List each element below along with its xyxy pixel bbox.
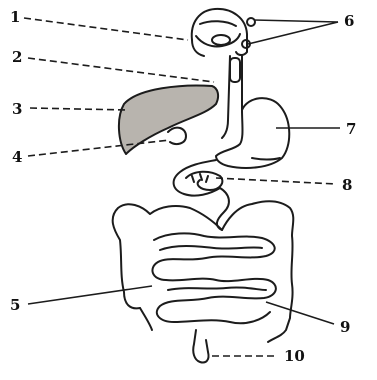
appendix: [140, 308, 152, 330]
leader-6a: [254, 20, 338, 22]
liver: [119, 86, 218, 154]
label-4: 4: [12, 148, 22, 166]
label-2: 2: [12, 48, 22, 66]
leader-1: [24, 18, 188, 40]
small-intestine: [152, 233, 275, 323]
label-6: 6: [344, 12, 354, 30]
number-labels: 1 2 3 4 5 6 7 8 9 10: [10, 8, 356, 365]
duodenum-pancreas: [174, 160, 229, 230]
label-10: 10: [284, 347, 305, 365]
label-1: 1: [10, 8, 20, 26]
label-5: 5: [10, 296, 20, 314]
leader-6b: [248, 22, 338, 44]
leader-4: [28, 140, 170, 156]
gall-bladder: [168, 128, 186, 144]
leader-5: [28, 286, 152, 304]
label-7: 7: [346, 120, 356, 138]
stomach-curve: [252, 158, 280, 160]
leader-2: [28, 58, 214, 82]
leader-9: [266, 302, 334, 324]
label-8: 8: [342, 176, 352, 194]
leader-lines: [24, 18, 340, 356]
head-mouth: [192, 9, 247, 56]
label-3: 3: [12, 100, 22, 118]
rectum: [193, 330, 208, 363]
leader-3: [30, 108, 128, 110]
oesophagus: [222, 56, 242, 138]
leader-8: [216, 178, 336, 184]
label-9: 9: [340, 318, 350, 336]
